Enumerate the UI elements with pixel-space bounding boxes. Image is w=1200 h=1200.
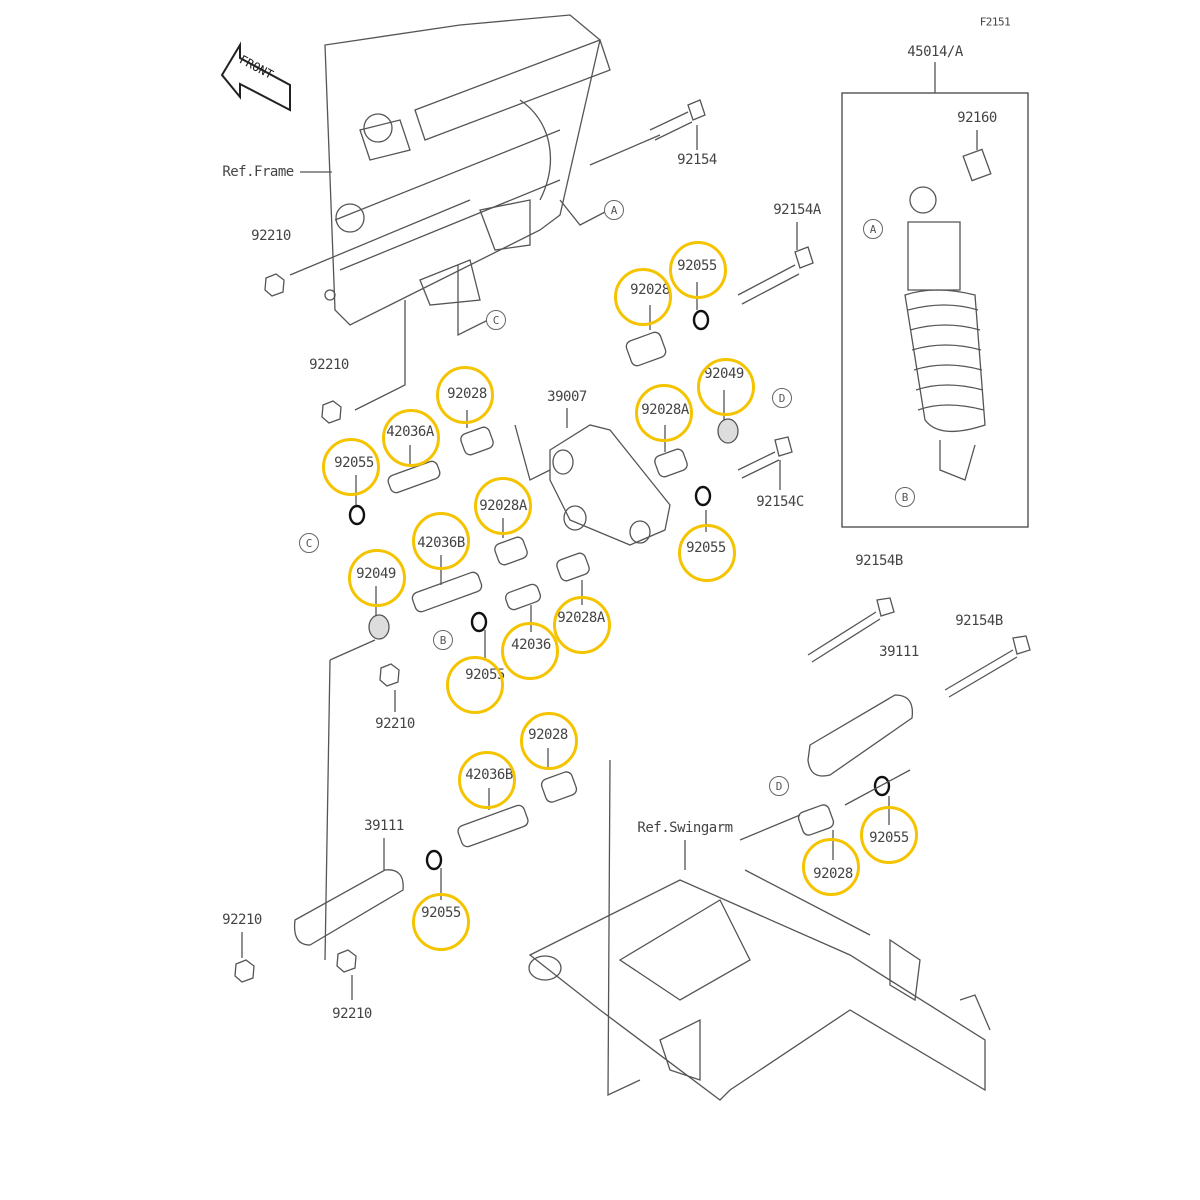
part-label[interactable]: 92210 xyxy=(309,357,349,373)
ref-marker-b: B xyxy=(895,487,915,507)
highlight-circle xyxy=(436,366,494,424)
ref-label: Ref.Frame xyxy=(222,164,294,180)
highlight-circle xyxy=(860,806,918,864)
part-label[interactable]: 92210 xyxy=(332,1006,372,1022)
highlight-circle xyxy=(322,438,380,496)
highlight-circle xyxy=(614,268,672,326)
o-ring-icon xyxy=(348,309,891,871)
part-label[interactable]: 92154C xyxy=(756,494,804,510)
highlight-circle xyxy=(669,241,727,299)
washer-icon xyxy=(368,418,739,640)
ref-marker-c: C xyxy=(299,533,319,553)
swingarm-illustration xyxy=(528,879,991,1101)
highlight-circle xyxy=(348,549,406,607)
part-label[interactable]: 92154A xyxy=(773,202,821,218)
ref-marker-c: C xyxy=(486,310,506,330)
highlight-circle xyxy=(474,477,532,535)
part-label[interactable]: 92154B xyxy=(855,553,903,569)
part-label[interactable]: 39111 xyxy=(364,818,404,834)
ref-marker-b: B xyxy=(433,630,453,650)
nut-icon xyxy=(234,273,400,983)
ref-marker-a: A xyxy=(863,219,883,239)
front-arrow-icon: FRONT xyxy=(220,41,291,112)
ref-marker-d: D xyxy=(769,776,789,796)
part-label[interactable]: 92160 xyxy=(957,110,997,126)
highlight-circle xyxy=(412,512,470,570)
highlight-circle xyxy=(802,838,860,896)
highlight-circle xyxy=(520,712,578,770)
tie-rod-illustration xyxy=(293,694,914,946)
link-rocker-illustration xyxy=(549,424,671,546)
part-label[interactable]: 92210 xyxy=(222,912,262,928)
highlight-circle xyxy=(446,656,504,714)
part-label[interactable]: 92210 xyxy=(251,228,291,244)
part-label[interactable]: 39007 xyxy=(547,389,587,405)
ref-marker-d: D xyxy=(772,388,792,408)
bushing-icon xyxy=(387,331,835,848)
part-label[interactable]: 45014/A xyxy=(907,44,963,60)
highlight-circle xyxy=(697,358,755,416)
highlight-circle xyxy=(678,524,736,582)
highlight-circle xyxy=(412,893,470,951)
highlight-circle xyxy=(382,409,440,467)
frame-illustration xyxy=(324,14,611,326)
highlight-circle xyxy=(458,751,516,809)
highlight-circle xyxy=(635,384,693,442)
shock-absorber-illustration xyxy=(904,148,992,481)
ref-marker-a: A xyxy=(604,200,624,220)
bolt-icon xyxy=(649,99,1031,698)
part-label[interactable]: 92154 xyxy=(677,152,717,168)
part-label[interactable]: 92210 xyxy=(375,716,415,732)
part-label[interactable]: 39111 xyxy=(879,644,919,660)
diagram-code: F2151 xyxy=(979,15,1011,29)
part-label[interactable]: 92154B xyxy=(955,613,1003,629)
highlight-circle xyxy=(501,622,559,680)
highlight-circle xyxy=(553,596,611,654)
ref-label: Ref.Swingarm xyxy=(637,820,733,836)
